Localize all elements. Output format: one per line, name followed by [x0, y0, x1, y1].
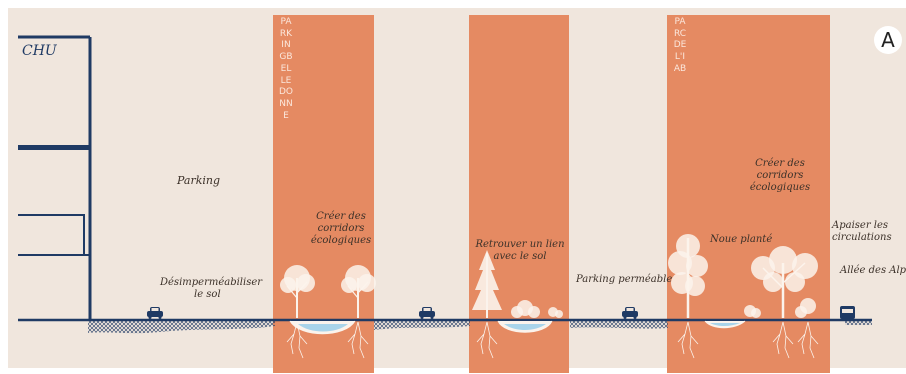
label-desimpermeabiliser-2: le sol — [194, 289, 221, 300]
roots — [286, 321, 819, 359]
bus-icon — [840, 306, 855, 319]
swales — [289, 320, 746, 335]
label-apaiser: Apaiser les circulations — [832, 220, 892, 243]
label-allee: Allée des Alpes — [840, 265, 906, 276]
building-label: CHU — [22, 43, 57, 59]
hatched-ground — [88, 321, 872, 334]
label-desimpermeabiliser: Désimperméabiliser — [160, 277, 263, 288]
band-title-parc-iab: PARCDEL'IAB — [673, 17, 687, 74]
car-icon — [147, 307, 163, 319]
label-parking: Parking — [177, 174, 221, 187]
label-corridors-a: Créer des corridors écologiques — [310, 211, 372, 246]
section-marker: A — [874, 26, 902, 54]
label-corridors-b: Créer des corridors écologiques — [749, 158, 811, 193]
label-retrouver: Retrouver un lien avec le sol — [475, 239, 565, 262]
trees — [279, 234, 818, 319]
label-noue-plante: Noue planté — [710, 234, 773, 245]
building-structure — [18, 35, 92, 320]
label-parking-permeable: Parking perméable — [576, 274, 673, 285]
band-title-parking-belledonne: PARKINGBELLEDONNE — [279, 17, 294, 121]
car-icon — [419, 307, 435, 319]
car-icon — [622, 307, 638, 319]
